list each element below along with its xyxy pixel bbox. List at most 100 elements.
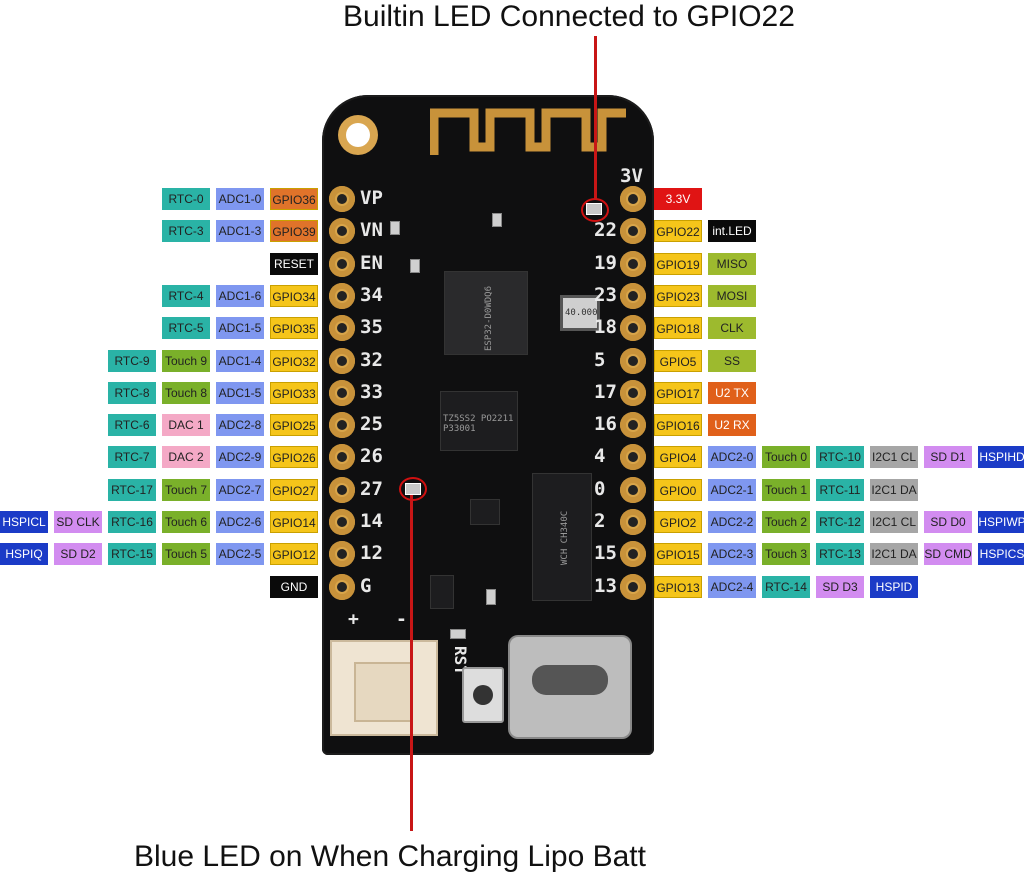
pin-label-right: Touch 3: [762, 543, 810, 566]
pin-label-left: ADC1-3: [216, 220, 264, 243]
pin-label-right: GPIO5: [654, 349, 702, 372]
pin-label-left: RTC-8: [108, 381, 156, 404]
pin-label-right: I2C1 DA: [870, 478, 918, 501]
pin-label-right: SS: [708, 349, 756, 372]
header-pin-right: [620, 347, 646, 374]
pin-label-right: GPIO19: [654, 252, 702, 275]
silk-label-right: 19: [594, 251, 617, 274]
pin-label-left: ADC2-5: [216, 543, 264, 566]
pin-label-left: GPIO35: [270, 317, 318, 340]
mounting-hole: [338, 115, 378, 155]
charging-led-pointer: [410, 495, 413, 831]
pin-label-left: SD D2: [54, 543, 102, 566]
silk-label-left: 26: [360, 445, 383, 468]
header-pin-left: [329, 509, 355, 535]
pin-label-left: Touch 8: [162, 381, 210, 404]
pin-label-right: ADC2-0: [708, 446, 756, 469]
header-pin-right: [620, 379, 646, 406]
header-pin-right: [620, 412, 646, 439]
pin-label-left: GPIO39: [270, 220, 318, 243]
pin-label-right: I2C1 DA: [870, 543, 918, 566]
header-pin-right: [620, 218, 646, 245]
pin-label-right: HSPICS: [978, 543, 1024, 566]
silk-label-right: 22: [594, 219, 617, 242]
pin-label-right: RTC-12: [816, 511, 864, 533]
silk-label-right: 0: [594, 477, 606, 500]
silk-label-right: 2: [594, 510, 606, 532]
pin-label-right: ADC2-1: [708, 478, 756, 501]
silk-label-right: 18: [594, 316, 617, 339]
builtin-led-marker: [581, 198, 609, 222]
rst-button[interactable]: [462, 667, 504, 723]
pin-label-left: GPIO36: [270, 188, 318, 210]
header-pin-left: [329, 573, 355, 600]
pin-label-right: U2 RX: [708, 414, 756, 437]
pin-label-right: SD D1: [924, 446, 972, 469]
header-pin-right: [620, 444, 646, 471]
pin-label-left: GND: [270, 575, 318, 598]
usb-c-port[interactable]: [508, 635, 632, 739]
pin-label-right: MISO: [708, 252, 756, 275]
pcb-antenna: [430, 108, 626, 155]
header-pin-right: [620, 509, 646, 535]
smd-component: [450, 629, 466, 639]
silk-label-right: 5: [594, 348, 606, 371]
silk-label-left: 34: [360, 283, 383, 306]
header-pin-left: [329, 186, 355, 212]
pin-label-left: DAC 2: [162, 446, 210, 469]
silk-label-right: 23: [594, 283, 617, 306]
pin-label-right: Touch 0: [762, 446, 810, 469]
silk-label-right: 17: [594, 380, 617, 403]
pin-label-right: ADC2-4: [708, 575, 756, 598]
pin-label-left: GPIO34: [270, 284, 318, 307]
pin-label-right: GPIO4: [654, 446, 702, 469]
pin-label-right: ADC2-3: [708, 543, 756, 566]
silk-label-right: 3V: [620, 165, 643, 187]
pin-label-left: RTC-3: [162, 220, 210, 243]
pin-label-right: SD D3: [816, 575, 864, 598]
pin-label-right: HSPIHD: [978, 446, 1024, 469]
pin-label-right: GPIO2: [654, 511, 702, 533]
header-pin-right: [620, 541, 646, 568]
pin-label-right: GPIO15: [654, 543, 702, 566]
pin-label-right: GPIO16: [654, 414, 702, 437]
pin-label-right: U2 TX: [708, 381, 756, 404]
builtin-led-annotation: Builtin LED Connected to GPIO22: [343, 0, 795, 33]
battery-plus-label: +: [348, 609, 359, 630]
header-pin-left: [329, 541, 355, 568]
pin-label-left: RTC-4: [162, 284, 210, 307]
pin-label-left: Touch 9: [162, 349, 210, 372]
pin-label-left: Touch 7: [162, 478, 210, 501]
rst-button-cap: [473, 685, 493, 705]
pin-label-left: GPIO27: [270, 478, 318, 501]
pin-label-right: int.LED: [708, 220, 756, 243]
smd-component: [486, 589, 496, 605]
regulator-chip: TZ5SS2 PO2211 P33001: [440, 391, 518, 451]
pin-label-left: ADC2-8: [216, 414, 264, 437]
pin-label-right: 3.3V: [654, 188, 702, 210]
header-pin-right: [620, 476, 646, 503]
ch340c-chip-label: WCH CH340C: [560, 510, 570, 565]
silk-label-left: 35: [360, 316, 383, 339]
header-pin-right: [620, 573, 646, 600]
pin-label-left: SD CLK: [54, 511, 102, 533]
pin-label-right: SD D0: [924, 511, 972, 533]
esp32-chip-label: ESP32-D0WDQ6: [484, 285, 494, 351]
header-pin-right: [620, 282, 646, 309]
esp32-chip: ESP32-D0WDQ6: [444, 271, 528, 355]
pin-label-right: SD CMD: [924, 543, 972, 566]
pin-label-left: RTC-15: [108, 543, 156, 566]
silk-label-left: VP: [360, 187, 383, 209]
pin-label-left: ADC1-6: [216, 284, 264, 307]
pin-label-left: HSPICL: [0, 511, 48, 533]
smd-component: [410, 259, 420, 273]
charging-led-marker: [399, 477, 427, 501]
pin-label-left: RTC-16: [108, 511, 156, 533]
pin-label-left: ADC2-9: [216, 446, 264, 469]
silk-label-left: 14: [360, 510, 383, 532]
pin-label-left: ADC1-4: [216, 349, 264, 372]
small-ic: [430, 575, 454, 609]
pin-label-left: DAC 1: [162, 414, 210, 437]
pin-label-right: GPIO13: [654, 575, 702, 598]
header-pin-right: [620, 186, 646, 212]
